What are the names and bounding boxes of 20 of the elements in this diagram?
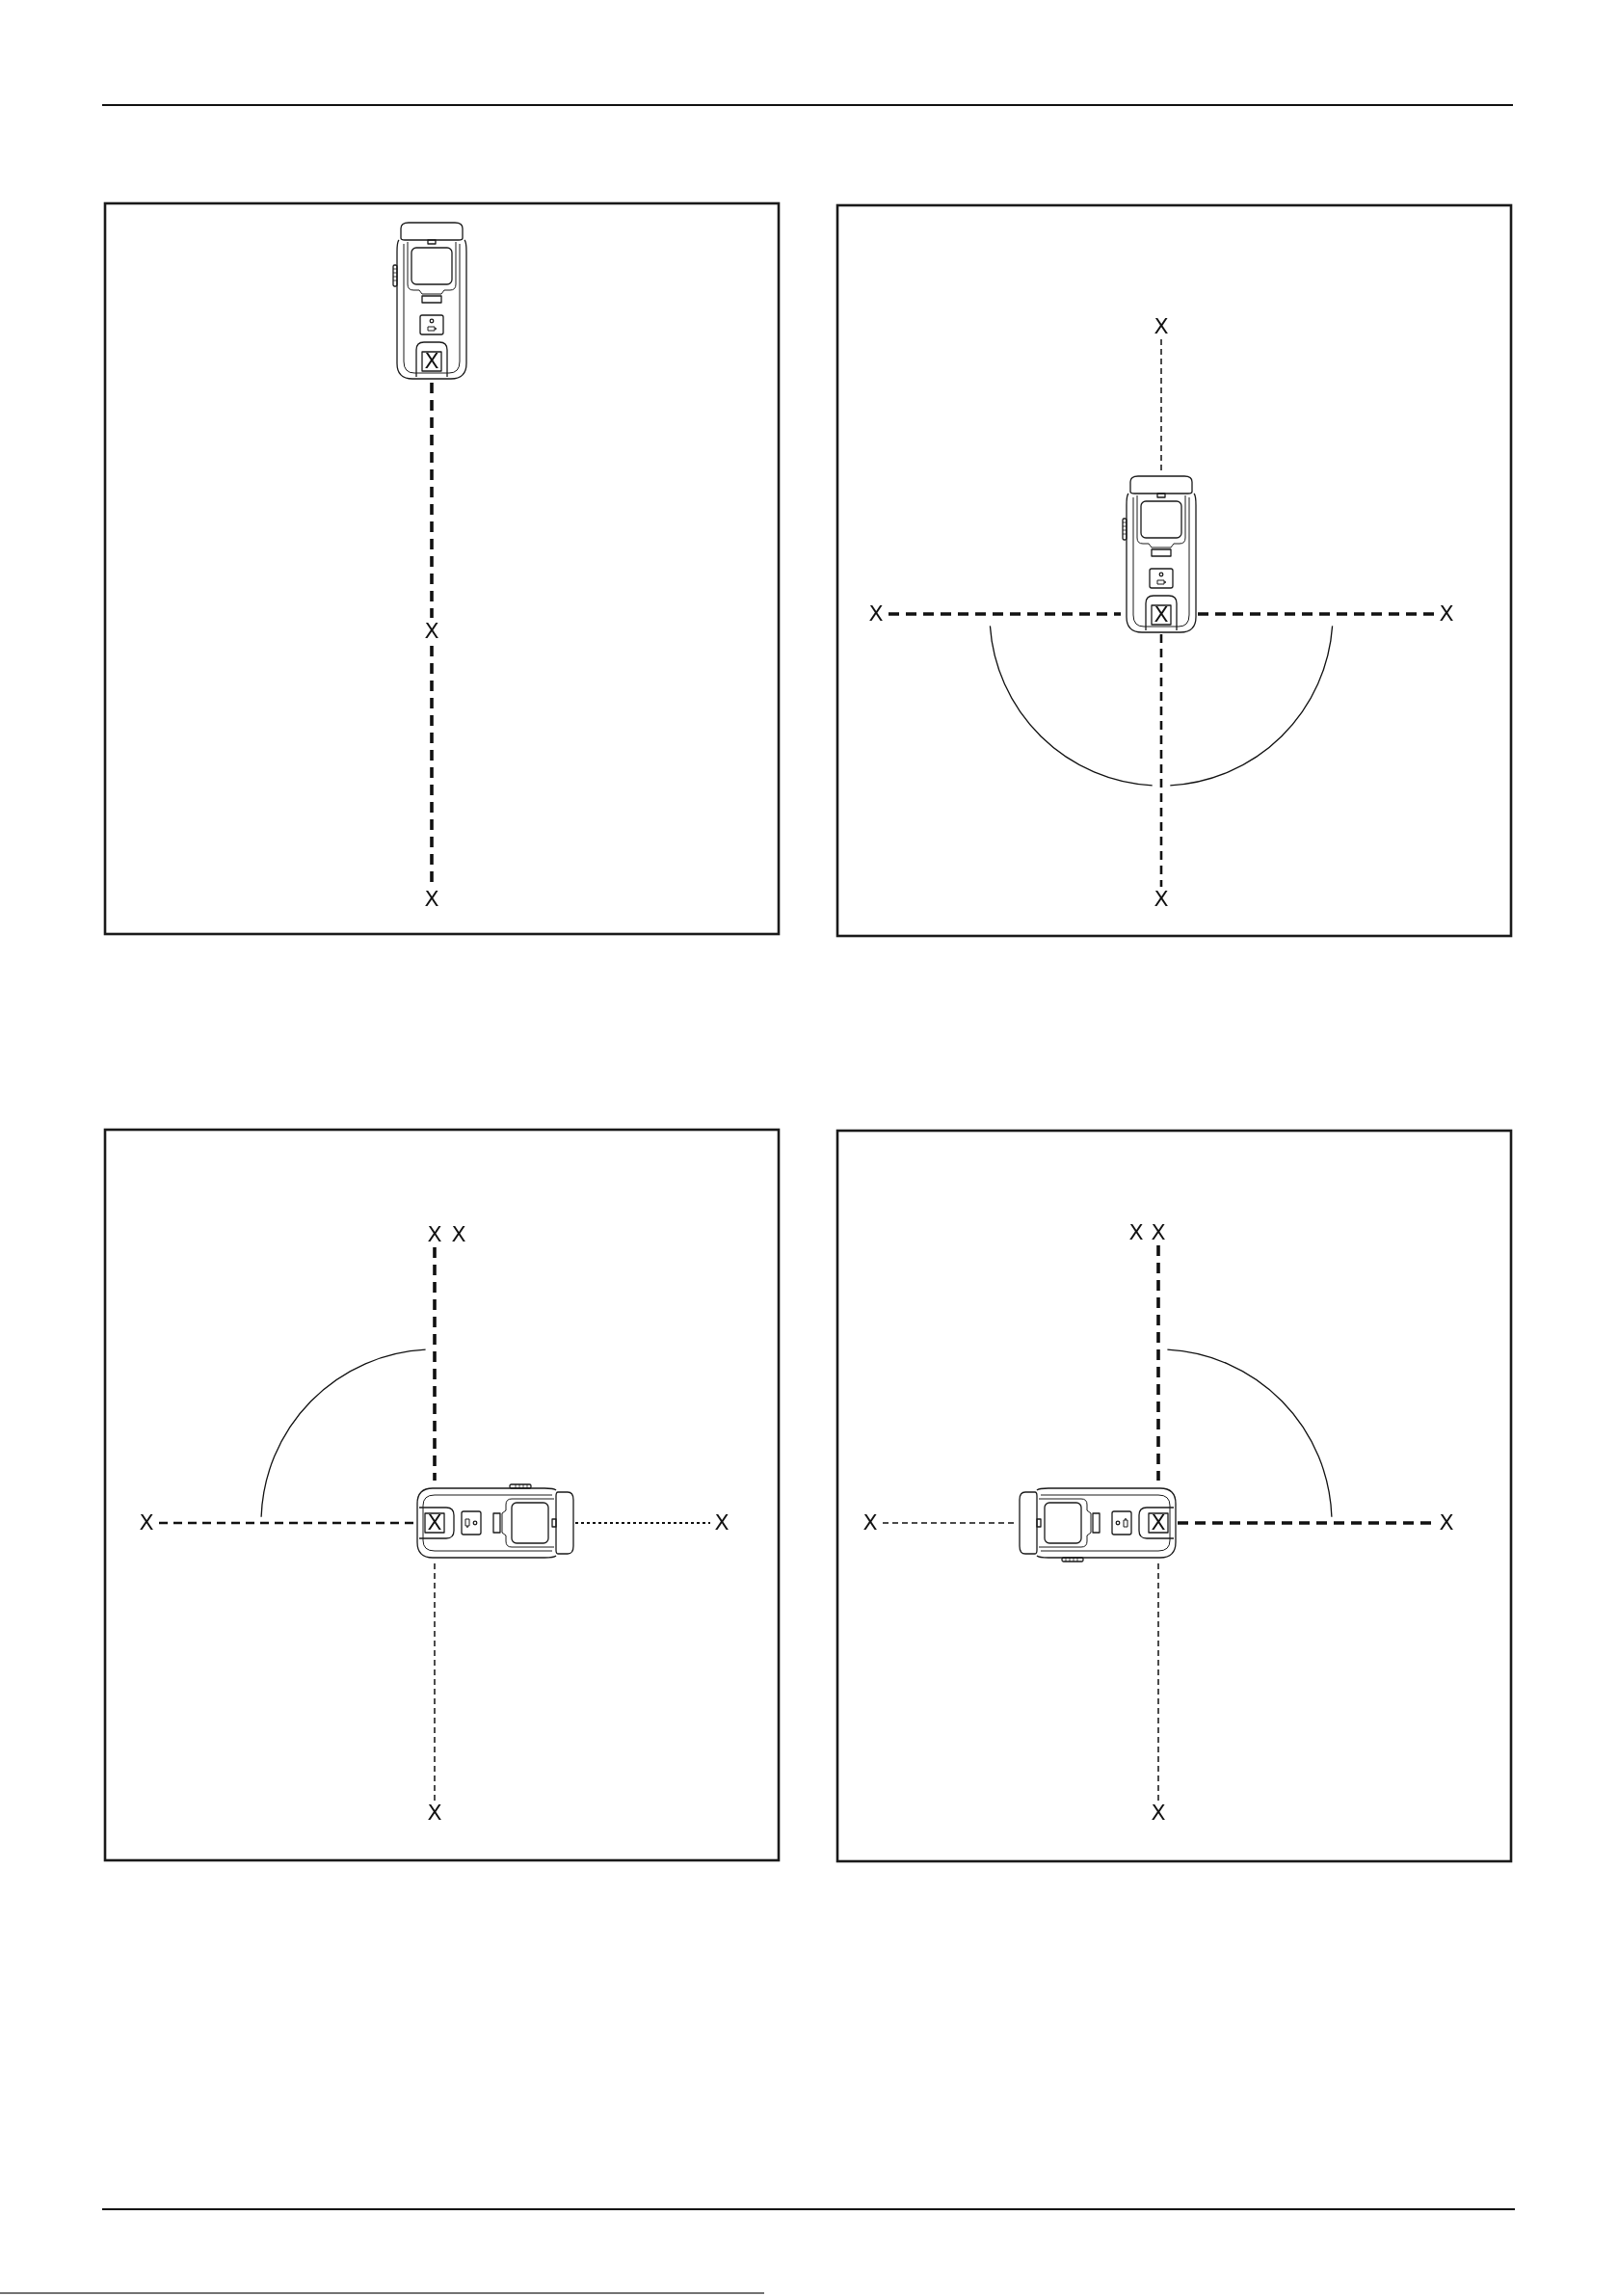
point-label: X <box>868 603 884 625</box>
point-label: X <box>1151 1512 1166 1534</box>
point-label: X <box>714 1512 729 1534</box>
point-label: X <box>1151 1222 1166 1243</box>
point-label: X <box>427 1802 442 1824</box>
point-label: X <box>427 1512 442 1534</box>
point-label: X <box>424 351 439 372</box>
point-label: X <box>424 889 439 910</box>
point-label: X <box>1439 603 1454 625</box>
point-label: X <box>424 621 439 642</box>
point-label: X <box>139 1512 154 1534</box>
point-label: X <box>1128 1222 1144 1243</box>
point-label: X <box>1439 1512 1454 1534</box>
point-label: X <box>427 1224 442 1245</box>
point-label: X <box>1154 889 1169 910</box>
point-label: X <box>1154 316 1169 337</box>
point-label: X <box>862 1512 878 1534</box>
point-label: X <box>1154 604 1169 626</box>
point-label: X <box>1151 1802 1166 1824</box>
point-label: X <box>451 1224 466 1245</box>
